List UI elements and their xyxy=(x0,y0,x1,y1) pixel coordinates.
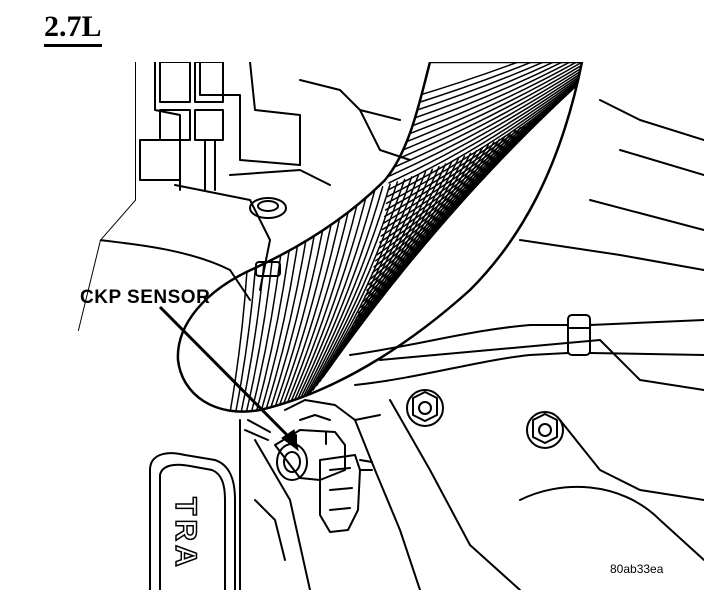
bolt-2 xyxy=(526,411,564,449)
hose-rib xyxy=(289,188,376,412)
hose-rib xyxy=(382,82,580,224)
hose-rib xyxy=(391,62,582,104)
clip-left xyxy=(255,261,281,277)
hose-rib xyxy=(293,186,384,411)
ckp-sensor xyxy=(244,419,373,533)
hose-rib xyxy=(388,62,582,177)
hose-rib xyxy=(268,200,337,412)
hose-rib xyxy=(240,213,286,412)
hose-rib xyxy=(219,222,251,412)
hose-rib xyxy=(281,193,361,412)
hose-rib xyxy=(389,62,582,163)
hose-rib xyxy=(273,197,345,412)
hose-rib xyxy=(391,62,582,119)
hose-rib xyxy=(285,190,369,412)
hose-rib xyxy=(301,181,399,404)
bracket-top-left xyxy=(139,62,224,191)
sensor-mount xyxy=(254,399,381,561)
hose-rib xyxy=(391,62,582,112)
hose-rib xyxy=(322,165,440,378)
hose-rib xyxy=(315,171,427,387)
callout-leader xyxy=(158,305,299,452)
embossed-text: TRA xyxy=(169,497,202,571)
hose-rib xyxy=(305,178,406,399)
hose-rib xyxy=(389,62,582,170)
corrugated-hose xyxy=(176,62,584,413)
plug-top xyxy=(249,197,287,219)
bolt-1 xyxy=(406,389,444,427)
hose-rib xyxy=(387,65,582,191)
transmission-case xyxy=(354,339,704,590)
hose-rib xyxy=(391,62,582,134)
clip-right xyxy=(567,314,591,356)
hose-rib xyxy=(384,75,582,211)
figure-code: 80ab33ea xyxy=(610,562,664,576)
hose-rib xyxy=(312,173,420,391)
housing-lower-left xyxy=(149,419,311,590)
hose-rib xyxy=(391,62,582,127)
ckp-sensor-label: CKP SENSOR xyxy=(80,287,211,308)
hose-rib xyxy=(391,62,582,142)
hose-rib xyxy=(297,183,391,407)
hose-rib xyxy=(390,62,582,156)
hose-rib xyxy=(308,176,413,395)
hose-rib xyxy=(319,168,434,383)
hose-rib xyxy=(277,195,353,412)
engine-block xyxy=(78,62,704,331)
hose-rib xyxy=(390,62,582,149)
engine-size-heading: 2.7L xyxy=(44,12,102,47)
small-hose xyxy=(349,319,704,386)
hose-rib xyxy=(388,62,582,184)
